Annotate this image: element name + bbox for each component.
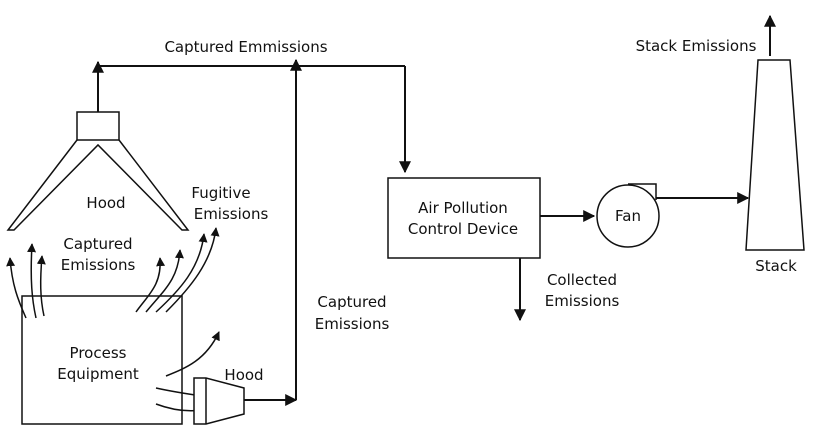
fugitive-emissions-label-line2: Emissions [194, 205, 269, 223]
lower-hood-label: Hood [224, 366, 263, 384]
air-pollution-control-device [387, 177, 541, 259]
stack [745, 14, 805, 251]
fan-circle [596, 184, 660, 248]
fan [596, 183, 750, 248]
fugitive-emission-arrow [145, 249, 184, 313]
captured-emissions-mid-label-line2: Emissions [315, 315, 390, 333]
apcd-label-line1: Air Pollution [418, 199, 508, 217]
captured-emissions-mid-label-line1: Captured [317, 293, 386, 311]
stack-label: Stack [755, 257, 797, 275]
process-equipment-label-line1: Process [70, 344, 127, 362]
upper-hood-skirt [6, 139, 190, 231]
fugitive-emission-arrow [165, 331, 220, 377]
lower-hood [193, 377, 298, 425]
fugitive-emission-arrow [165, 227, 220, 313]
captured-emissions-top-label: Captured Emmissions [164, 38, 327, 56]
captured-emissions-left-label-line2: Emissions [61, 256, 136, 274]
stack-emissions-label: Stack Emissions [636, 37, 757, 55]
captured-emission-arrow [135, 257, 166, 313]
upper-hood-label: Hood [86, 194, 125, 212]
fan-label: Fan [615, 207, 641, 225]
captured-emission-arrow [36, 255, 46, 317]
emission-arrows [6, 227, 220, 416]
collected-emissions-label-line2: Emissions [545, 292, 620, 310]
captured-duct [98, 58, 411, 400]
captured-emission-arrow [27, 243, 37, 319]
process-equipment-label-line2: Equipment [57, 365, 139, 383]
stack-body [745, 59, 805, 251]
collected-emissions-label-line1: Collected [547, 271, 617, 289]
lower-hood-body [193, 377, 245, 425]
fugitive-emissions-label-line1: Fugitive [191, 184, 250, 202]
upper-hood [6, 60, 190, 231]
upper-hood-collar [76, 111, 120, 141]
process-equipment-box [21, 295, 183, 425]
captured-emission-arrow [6, 257, 27, 319]
fugitive-emission-arrow [155, 233, 208, 313]
captured-emissions-left-label-line1: Captured [63, 235, 132, 253]
apcd-label-line2: Control Device [408, 220, 518, 238]
fan-housing-outlet [628, 183, 657, 200]
